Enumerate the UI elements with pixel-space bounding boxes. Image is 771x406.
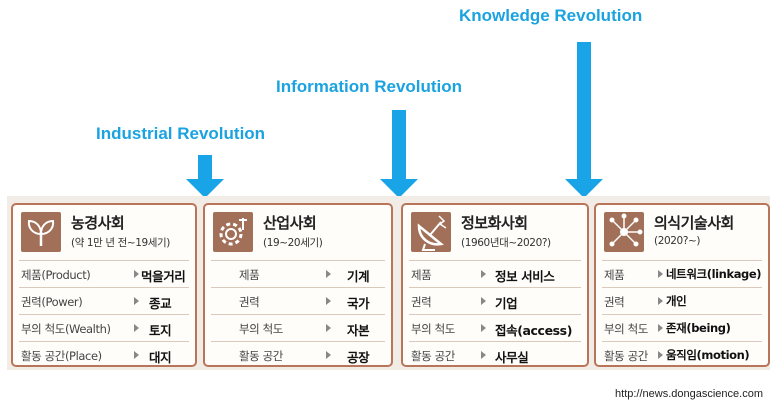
information-revolution-label: Information Revolution (276, 77, 463, 96)
card-subtitle: (2020?~) (654, 235, 701, 247)
pointer-icon (134, 270, 139, 278)
table-row: 활동 공간 움직임(motion) (602, 341, 762, 365)
row-key: 활동 공간 (239, 349, 283, 363)
row-key: 권력 (604, 295, 625, 309)
industrial-revolution-arrow (186, 155, 224, 198)
card-title: 농경사회 (71, 214, 125, 232)
row-key: 활동 공간(Place) (21, 349, 102, 363)
table-row: 부의 척도 자본 (211, 314, 385, 341)
row-key: 제품 (411, 268, 432, 282)
table-row: 활동 공간 사무실 (409, 341, 581, 365)
pointer-icon (326, 270, 331, 278)
row-value: 정보 서비스 (495, 269, 555, 284)
pointer-icon (326, 297, 331, 305)
card-title: 산업사회 (263, 214, 317, 232)
card-title: 정보화사회 (461, 214, 528, 232)
table-row: 부의 척도 접속(access) (409, 314, 581, 341)
satellite-dish-icon (411, 212, 451, 252)
row-value: 접속(access) (495, 323, 573, 338)
row-value: 대지 (149, 350, 172, 365)
row-key: 활동 공간 (604, 349, 648, 363)
gear-icon (213, 212, 253, 252)
card-information-society: 정보화사회 (1960년대~2020?) 제품 정보 서비스 권력 기업 부의 척도… (401, 203, 589, 367)
pointer-icon (658, 270, 663, 278)
information-revolution-arrow (380, 110, 418, 198)
knowledge-revolution-label: Knowledge Revolution (459, 6, 643, 25)
table-row: 부의 척도(Wealth) 토지 (19, 314, 189, 341)
table-row: 권력 기업 (409, 287, 581, 314)
row-value: 공장 (347, 350, 370, 365)
row-value: 자본 (347, 323, 370, 338)
row-key: 부의 척도 (411, 322, 455, 336)
row-key: 활동 공간 (411, 349, 455, 363)
row-value: 네트워크(linkage) (666, 267, 762, 281)
card-industrial-society: 산업사회 (19~20세기) 제품 기계 권력 국가 부의 척도 자본 활동 공간 공장 (203, 203, 393, 367)
row-value: 기계 (347, 269, 370, 284)
row-key: 권력 (411, 295, 432, 309)
table-row: 권력(Power) 종교 (19, 287, 189, 314)
pointer-icon (134, 351, 139, 359)
table-row: 권력 개인 (602, 287, 762, 314)
card-subtitle: (19~20세기) (263, 237, 323, 249)
pointer-icon (658, 324, 663, 332)
row-value: 토지 (149, 323, 172, 338)
table-row: 제품 네트워크(linkage) (602, 260, 762, 287)
card-title: 의식기술사회 (654, 214, 734, 232)
row-key: 권력(Power) (21, 295, 83, 309)
network-icon (604, 212, 644, 252)
table-row: 제품(Product) 먹을거리 (19, 260, 189, 287)
row-key: 제품 (604, 268, 625, 282)
source-url: http://news.dongascience.com (615, 388, 763, 400)
pointer-icon (326, 324, 331, 332)
industrial-revolution-label: Industrial Revolution (96, 124, 266, 143)
row-key: 부의 척도 (239, 322, 283, 336)
card-consciousness-technology-society: 의식기술사회 (2020?~) 제품 네트워크(linkage) 권력 개인 부의 … (594, 203, 770, 367)
row-key: 제품 (239, 268, 260, 282)
table-row: 권력 국가 (211, 287, 385, 314)
row-value: 기업 (495, 296, 518, 311)
row-value: 먹을거리 (141, 269, 186, 284)
row-value: 존재(being) (666, 321, 731, 335)
row-value: 사무실 (495, 350, 529, 365)
table-row: 활동 공간(Place) 대지 (19, 341, 189, 365)
pointer-icon (481, 324, 486, 332)
pointer-icon (481, 297, 486, 305)
table-row: 활동 공간 공장 (211, 341, 385, 365)
row-value: 국가 (347, 296, 370, 311)
pointer-icon (658, 297, 663, 305)
table-row: 부의 척도 존재(being) (602, 314, 762, 341)
card-agricultural-society: 농경사회 (약 1만 년 전~19세기) 제품(Product) 먹을거리 권력(… (11, 203, 197, 367)
row-key: 부의 척도 (604, 322, 648, 336)
table-row: 제품 정보 서비스 (409, 260, 581, 287)
row-key: 권력 (239, 295, 260, 309)
row-value: 종교 (149, 296, 172, 311)
pointer-icon (134, 324, 139, 332)
row-value: 개인 (666, 294, 687, 308)
pointer-icon (481, 351, 486, 359)
pointer-icon (658, 351, 663, 359)
pointer-icon (481, 270, 486, 278)
pointer-icon (326, 351, 331, 359)
table-row: 제품 기계 (211, 260, 385, 287)
row-value: 움직임(motion) (666, 348, 750, 362)
sprout-icon (21, 212, 61, 252)
row-key: 제품(Product) (21, 268, 91, 282)
pointer-icon (134, 297, 139, 305)
card-subtitle: (1960년대~2020?) (461, 237, 551, 249)
card-subtitle: (약 1만 년 전~19세기) (71, 237, 171, 249)
knowledge-revolution-arrow (565, 42, 603, 198)
row-key: 부의 척도(Wealth) (21, 322, 111, 336)
